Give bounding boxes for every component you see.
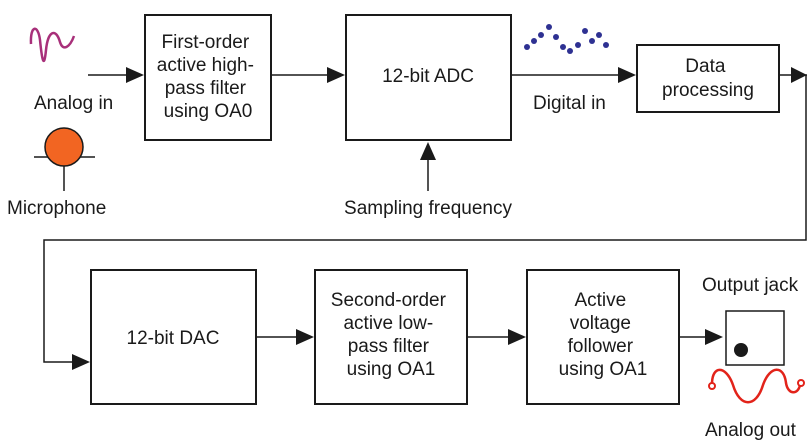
arrowhead xyxy=(420,142,436,160)
dac-label: 12-bit DAC xyxy=(127,328,220,349)
output-jack-icon xyxy=(725,310,785,366)
microphone-label: Microphone xyxy=(7,198,106,219)
output-wave-end-icon xyxy=(797,379,805,387)
adc-block xyxy=(345,14,512,141)
analog-waveform-icon xyxy=(29,27,76,63)
digital-samples-icon xyxy=(524,24,609,54)
arrowhead xyxy=(618,67,636,83)
adc-label: 12-bit ADC xyxy=(382,66,474,87)
data-processing-label: Data processing xyxy=(662,56,754,101)
highpass-filter-label: First-order active high- pass filter usi… xyxy=(157,32,259,122)
arrowhead xyxy=(72,354,90,370)
arrowhead xyxy=(705,329,723,345)
digital-in-label: Digital in xyxy=(533,93,606,114)
output-jack-label: Output jack xyxy=(702,275,799,296)
voltage-follower-block xyxy=(526,269,680,405)
lowpass-filter-label: Second-order active low- pass filter usi… xyxy=(331,290,451,380)
highpass-filter-block xyxy=(144,14,272,141)
voltage-follower-label: Active voltage follower using OA1 xyxy=(559,290,648,380)
jack-socket-icon xyxy=(734,343,748,357)
output-wave-start-icon xyxy=(708,382,716,390)
wire-row-connector xyxy=(43,75,807,363)
analog-in-label: Analog in xyxy=(34,93,113,114)
microphone-icon xyxy=(44,127,84,167)
arrowhead xyxy=(508,329,526,345)
data-processing-block xyxy=(636,44,780,113)
arrowhead xyxy=(327,67,345,83)
arrowhead xyxy=(126,67,144,83)
analog-out-label: Analog out xyxy=(705,420,797,441)
arrowhead xyxy=(296,329,314,345)
sampling-frequency-label: Sampling frequency xyxy=(344,198,512,219)
dac-block xyxy=(90,269,257,405)
lowpass-filter-block xyxy=(314,269,468,405)
arrowhead xyxy=(791,67,807,83)
analog-output-waveform-icon xyxy=(710,368,802,404)
